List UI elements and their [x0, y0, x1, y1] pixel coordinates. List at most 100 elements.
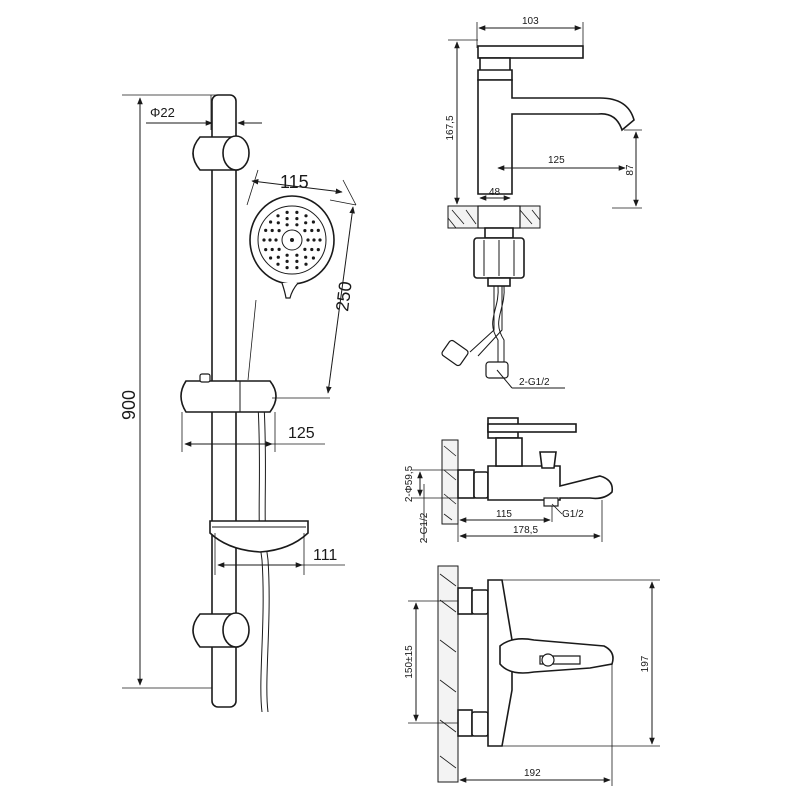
shower-rail-set: 900 Φ22	[119, 94, 357, 713]
slider-projection-label: 125	[288, 425, 315, 442]
base-width-dimension: 48	[479, 187, 511, 201]
nozzle	[295, 223, 299, 227]
wall-section	[441, 439, 459, 525]
hose-connection-label: 2-G1/2	[519, 377, 550, 388]
nozzle	[303, 229, 307, 233]
nozzle	[264, 248, 268, 252]
nozzle	[276, 262, 280, 266]
nozzle	[270, 247, 274, 252]
basin-height-dimension: 167,5	[445, 39, 478, 207]
basin-height-label: 167,5	[445, 115, 456, 140]
spout-width-dimension: 103	[476, 16, 584, 48]
spout-reach-label: 125	[548, 155, 565, 166]
nozzle	[276, 255, 280, 259]
top-wall-bracket	[192, 135, 250, 171]
nozzle	[310, 228, 314, 233]
top-height-label: 197	[640, 655, 651, 672]
nozzle	[269, 220, 273, 224]
bottom-wall-bracket	[192, 612, 250, 648]
inlet-thread-callout: 2-G1/2	[419, 484, 430, 543]
nozzle	[285, 259, 289, 263]
nozzle	[316, 228, 320, 232]
spout-height-label: 87	[625, 164, 636, 176]
bath-mixer-side-view: 2-Φ59,5 2-G1/2 115 G1/2 178,5	[404, 417, 614, 543]
spout-thread-callout: G1/2	[551, 503, 584, 520]
top-width-label: 192	[524, 768, 541, 779]
nozzle	[310, 247, 314, 252]
nozzle	[311, 256, 315, 260]
flexible-hoses	[441, 285, 509, 379]
nozzle	[304, 214, 308, 218]
diverter-knob	[539, 451, 557, 469]
overall-depth-dimension: 178,5	[459, 500, 603, 542]
depth-to-spout-label: 115	[496, 509, 512, 520]
soap-dish-dimension: 111	[214, 533, 345, 575]
nozzle	[274, 238, 278, 242]
nozzle	[285, 210, 289, 214]
basin-shank-nut	[473, 227, 525, 287]
nozzle	[269, 256, 273, 260]
top-height-dimension: 197	[488, 579, 660, 747]
spout-outlet	[543, 497, 559, 507]
nozzle	[285, 223, 289, 227]
inlet-centers-dimension: 150±15	[404, 600, 458, 724]
nozzle	[295, 253, 299, 257]
bath-mixer-top-view: 150±15 197 192	[404, 565, 660, 786]
nozzle	[295, 217, 299, 221]
bath-mixer-body	[487, 465, 614, 501]
nozzle	[285, 266, 289, 270]
rail-height-label: 900	[119, 390, 139, 420]
handshower-width-dimension: 115	[246, 169, 357, 206]
soap-dish-label: 111	[313, 547, 337, 564]
basin-mixer: 103 167,5 125 87	[441, 16, 642, 389]
slider-projection-dimension: 125	[181, 412, 325, 452]
nozzle	[311, 220, 315, 224]
base-width-label: 48	[489, 187, 501, 198]
nozzle	[295, 259, 299, 263]
inlet-thread-label: 2-G1/2	[419, 512, 430, 543]
handshower	[249, 195, 335, 299]
nozzle	[303, 247, 307, 251]
spout-thread-label: G1/2	[562, 509, 584, 520]
slider-bracket	[180, 373, 277, 413]
nozzle	[276, 221, 280, 225]
nozzle	[264, 228, 268, 232]
escutcheon-diameter-label: 2-Φ59,5	[404, 465, 415, 502]
nozzle	[295, 266, 299, 270]
wall-section-top	[437, 565, 459, 783]
spout-reach-dimension: 125	[497, 155, 626, 171]
nozzle	[276, 214, 280, 218]
handshower-length-dimension: 250	[247, 199, 357, 399]
inlet-centers-label: 150±15	[404, 645, 415, 679]
nozzle	[268, 238, 272, 242]
nozzle	[277, 229, 281, 233]
rail-height-dimension: 900	[119, 94, 220, 689]
nozzle	[312, 238, 316, 242]
spout-height-dimension: 87	[612, 129, 642, 209]
nozzle	[285, 217, 289, 221]
nozzle	[304, 262, 308, 266]
nozzle	[285, 253, 289, 257]
spout-width-label: 103	[522, 16, 539, 27]
top-width-dimension: 192	[459, 664, 613, 786]
nozzle	[316, 248, 320, 252]
nozzle	[277, 247, 281, 251]
nozzle	[304, 255, 308, 259]
basin-countertop	[447, 205, 541, 229]
rail-diameter-dimension: Φ22	[146, 95, 262, 130]
shower-hose	[257, 404, 270, 713]
hose-connection-callout: 2-G1/2	[496, 369, 565, 389]
nozzle	[318, 238, 322, 242]
depth-to-spout-dimension: 115	[457, 500, 553, 542]
rail-diameter-label: Φ22	[150, 105, 175, 120]
nozzle	[306, 238, 310, 242]
nozzle	[270, 228, 274, 233]
nozzle	[262, 238, 266, 242]
basin-body	[477, 79, 635, 195]
nozzle	[304, 221, 308, 225]
overall-depth-label: 178,5	[513, 525, 538, 536]
handshower-length-label: 250	[332, 280, 356, 312]
spray-nozzles	[262, 210, 322, 270]
escutcheon-diameter-dimension: 2-Φ59,5	[404, 465, 458, 502]
